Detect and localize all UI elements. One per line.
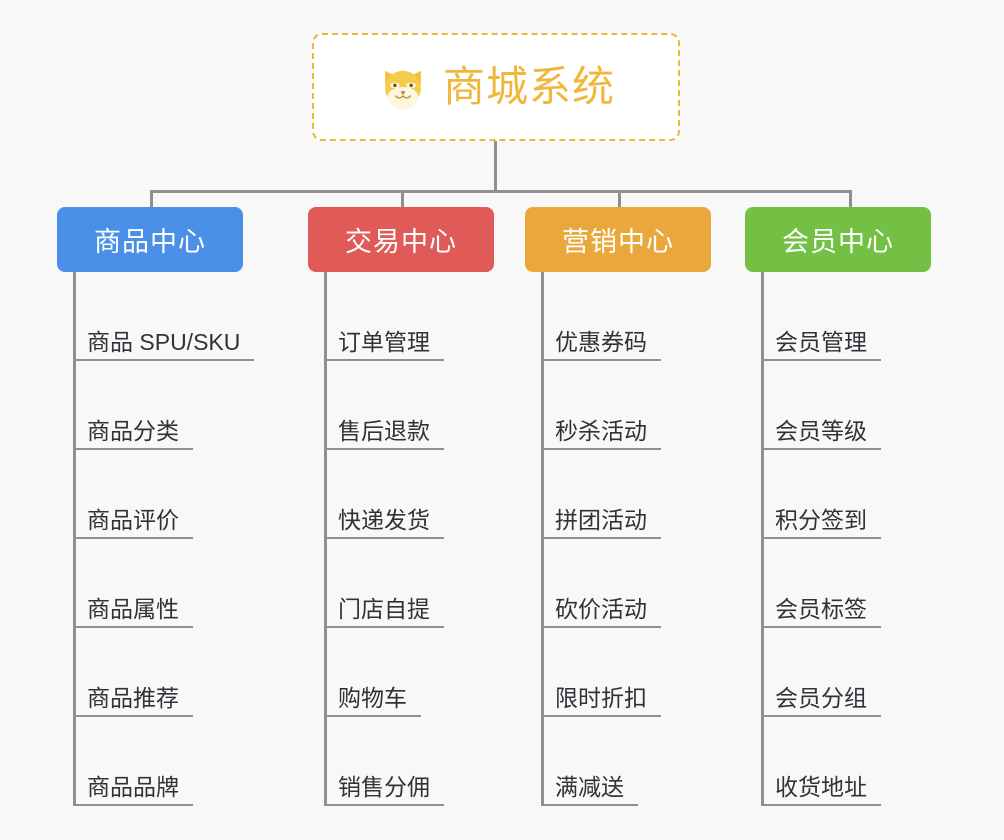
leaf-list-trade: 订单管理 售后退款 快递发货 门店自提 购物车 销售分佣: [308, 272, 494, 806]
connector-drop-2: [401, 190, 404, 208]
leaf-label: 商品属性: [73, 596, 193, 628]
list-item[interactable]: 会员等级: [761, 361, 931, 450]
leaf-label: 积分签到: [761, 507, 881, 539]
branch-spine-product: [73, 272, 76, 806]
connector-drop-4: [849, 190, 852, 208]
category-header-trade[interactable]: 交易中心: [308, 207, 494, 272]
connector-root-stem: [494, 141, 497, 192]
category-header-marketing[interactable]: 营销中心: [525, 207, 711, 272]
category-header-member[interactable]: 会员中心: [745, 207, 931, 272]
leaf-list-marketing: 优惠券码 秒杀活动 拼团活动 砍价活动 限时折扣 满减送: [525, 272, 711, 806]
leaf-label: 会员等级: [761, 418, 881, 450]
leaf-list-member: 会员管理 会员等级 积分签到 会员标签 会员分组 收货地址: [745, 272, 931, 806]
list-item[interactable]: 门店自提: [324, 539, 494, 628]
list-item[interactable]: 秒杀活动: [541, 361, 711, 450]
leaf-label: 快递发货: [324, 507, 444, 539]
list-item[interactable]: 积分签到: [761, 450, 931, 539]
list-item[interactable]: 拼团活动: [541, 450, 711, 539]
list-item[interactable]: 收货地址: [761, 717, 931, 806]
category-header-product[interactable]: 商品中心: [57, 207, 243, 272]
list-item[interactable]: 限时折扣: [541, 628, 711, 717]
list-item[interactable]: 销售分佣: [324, 717, 494, 806]
leaf-label: 销售分佣: [324, 774, 444, 806]
list-item[interactable]: 售后退款: [324, 361, 494, 450]
list-item[interactable]: 会员标签: [761, 539, 931, 628]
list-item[interactable]: 会员管理: [761, 272, 931, 361]
root-node[interactable]: 商城系统: [312, 33, 680, 141]
leaf-label: 砍价活动: [541, 596, 661, 628]
leaf-label: 满减送: [541, 774, 638, 806]
list-item[interactable]: 商品属性: [73, 539, 243, 628]
list-item[interactable]: 商品品牌: [73, 717, 243, 806]
leaf-label: 限时折扣: [541, 685, 661, 717]
leaf-label: 购物车: [324, 685, 421, 717]
leaf-label: 商品推荐: [73, 685, 193, 717]
branch-member: 会员管理 会员等级 积分签到 会员标签 会员分组 收货地址: [745, 272, 931, 806]
category-column-member: 会员中心 会员管理 会员等级 积分签到 会员标签 会员分组 收货地址: [745, 207, 931, 806]
branch-spine-trade: [324, 272, 327, 806]
branch-trade: 订单管理 售后退款 快递发货 门店自提 购物车 销售分佣: [308, 272, 494, 806]
root-title: 商城系统: [442, 63, 615, 110]
list-item[interactable]: 满减送: [541, 717, 711, 806]
connector-drop-1: [150, 190, 153, 208]
connector-drop-3: [618, 190, 621, 208]
list-item[interactable]: 会员分组: [761, 628, 931, 717]
list-item[interactable]: 商品分类: [73, 361, 243, 450]
branch-product: 商品 SPU/SKU 商品分类 商品评价 商品属性 商品推荐 商品品牌: [57, 272, 255, 806]
category-column-marketing: 营销中心 优惠券码 秒杀活动 拼团活动 砍价活动 限时折扣 满减送: [525, 207, 711, 806]
leaf-label: 优惠券码: [541, 329, 661, 361]
branch-spine-marketing: [541, 272, 544, 806]
leaf-label: 订单管理: [324, 329, 444, 361]
leaf-label: 商品品牌: [73, 774, 193, 806]
list-item[interactable]: 商品 SPU/SKU: [73, 272, 255, 361]
leaf-label: 商品 SPU/SKU: [73, 329, 255, 361]
branch-spine-member: [761, 272, 764, 806]
list-item[interactable]: 砍价活动: [541, 539, 711, 628]
leaf-label: 商品分类: [73, 418, 193, 450]
branch-marketing: 优惠券码 秒杀活动 拼团活动 砍价活动 限时折扣 满减送: [525, 272, 711, 806]
leaf-label: 拼团活动: [541, 507, 661, 539]
category-column-product: 商品中心 商品 SPU/SKU 商品分类 商品评价 商品属性 商品推荐 商品品牌: [57, 207, 255, 806]
list-item[interactable]: 优惠券码: [541, 272, 711, 361]
list-item[interactable]: 商品推荐: [73, 628, 243, 717]
leaf-label: 门店自提: [324, 596, 444, 628]
list-item[interactable]: 购物车: [324, 628, 494, 717]
leaf-label: 商品评价: [73, 507, 193, 539]
leaf-label: 收货地址: [761, 774, 881, 806]
leaf-list-product: 商品 SPU/SKU 商品分类 商品评价 商品属性 商品推荐 商品品牌: [57, 272, 255, 806]
connector-horizontal-bus: [150, 190, 851, 193]
leaf-label: 会员管理: [761, 329, 881, 361]
list-item[interactable]: 商品评价: [73, 450, 243, 539]
list-item[interactable]: 订单管理: [324, 272, 494, 361]
leaf-label: 会员分组: [761, 685, 881, 717]
shiba-dog-face-icon: [377, 61, 429, 113]
category-column-trade: 交易中心 订单管理 售后退款 快递发货 门店自提 购物车 销售分佣: [308, 207, 494, 806]
list-item[interactable]: 快递发货: [324, 450, 494, 539]
leaf-label: 秒杀活动: [541, 418, 661, 450]
leaf-label: 会员标签: [761, 596, 881, 628]
leaf-label: 售后退款: [324, 418, 444, 450]
